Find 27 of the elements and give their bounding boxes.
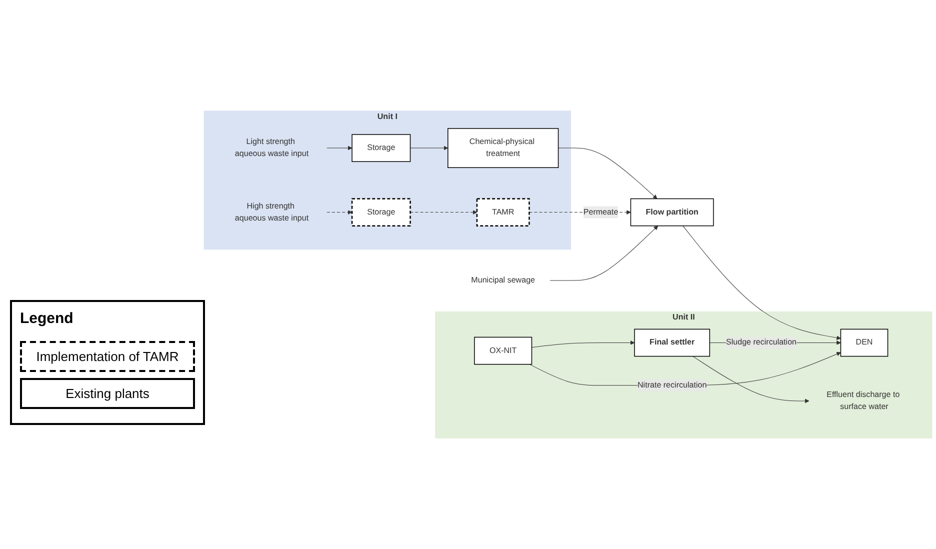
node-text: Effluent discharge to surface water — [826, 390, 900, 411]
legend-entry: Implementation of TAMR — [20, 341, 195, 372]
arrow — [326, 210, 352, 214]
arrow — [410, 146, 448, 150]
node-box: Chemical-physical treatment — [448, 128, 559, 168]
arrow — [692, 356, 810, 404]
arrow — [326, 146, 352, 150]
node-box: Flow partition — [630, 198, 714, 226]
legend-entry: Existing plants — [20, 378, 195, 409]
node-box: Final settler — [634, 328, 710, 357]
node-box: DEN — [840, 328, 888, 357]
edge-label: Permeate — [583, 208, 618, 216]
edge-label: Nitrate recirculation — [638, 380, 707, 390]
arrow — [410, 210, 478, 214]
arrow — [550, 226, 658, 281]
node-box: OX-NIT — [474, 336, 532, 365]
node-box: TAMR — [476, 198, 530, 226]
legend-title: Legend — [20, 310, 74, 327]
edge-label: Sludge recirculation — [726, 338, 797, 347]
node-text: High strength aqueous waste input — [234, 202, 309, 222]
node-box: Storage — [351, 198, 411, 226]
arrow — [682, 226, 841, 340]
node-text: Light strength aqueous waste input — [234, 138, 309, 158]
node-text: Municipal sewage — [471, 276, 535, 285]
arrow — [558, 148, 658, 199]
node-box: Storage — [352, 134, 411, 162]
arrow — [532, 340, 635, 348]
